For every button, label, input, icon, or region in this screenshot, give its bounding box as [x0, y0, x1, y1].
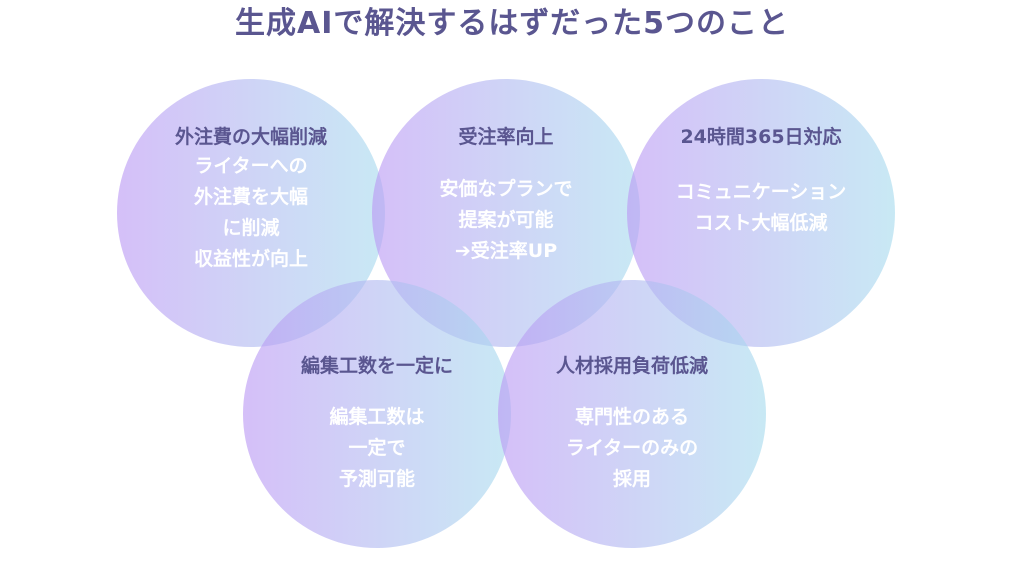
circle-recruiting-load — [498, 280, 766, 548]
circle-heading: 受注率向上 — [458, 126, 554, 148]
circle-line: 外注費を大幅 — [193, 186, 308, 208]
circle-line: 安価なプランで — [439, 178, 573, 200]
circle-line: 予測可能 — [338, 468, 415, 490]
circle-heading: 人材採用負荷低減 — [555, 355, 708, 377]
circle-line: コミュニケーション — [675, 181, 847, 203]
circle-text-cost-reduction: 外注費の大幅削減 ライターへの 外注費を大幅 に削減 収益性が向上 — [117, 123, 385, 275]
circle-line: 専門性のある — [574, 406, 689, 428]
circle-line: 採用 — [612, 468, 651, 490]
circle-heading: 編集工数を一定に — [300, 355, 453, 377]
circle-line: ライターのみの — [565, 437, 699, 459]
circle-line: 収益性が向上 — [193, 248, 308, 270]
circle-line: 編集工数は — [329, 406, 425, 428]
circle-heading: 外注費の大幅削減 — [174, 126, 327, 148]
circle-line: に削減 — [222, 217, 280, 239]
circle-line: 一定で — [348, 437, 406, 459]
diagram-title: 生成AIで解決するはずだった5つのこと — [235, 6, 789, 41]
circle-line: コスト大幅低減 — [694, 212, 828, 234]
circle-line: ➔受注率UP — [454, 240, 558, 262]
circle-text-order-rate: 受注率向上 安価なプランで 提案が可能 ➔受注率UP — [372, 123, 640, 267]
circle-text-recruiting-load: 人材採用負荷低減 専門性のある ライターのみの 採用 — [498, 352, 766, 495]
circle-text-24-7-support: 24時間365日対応 コミュニケーション コスト大幅低減 — [627, 123, 895, 239]
circle-heading: 24時間365日対応 — [680, 126, 842, 148]
circle-editing-effort — [243, 280, 511, 548]
circle-line: ライターへの — [194, 155, 308, 177]
circle-text-editing-effort: 編集工数を一定に 編集工数は 一定で 予測可能 — [243, 352, 511, 495]
circle-line: 提案が可能 — [458, 209, 554, 231]
